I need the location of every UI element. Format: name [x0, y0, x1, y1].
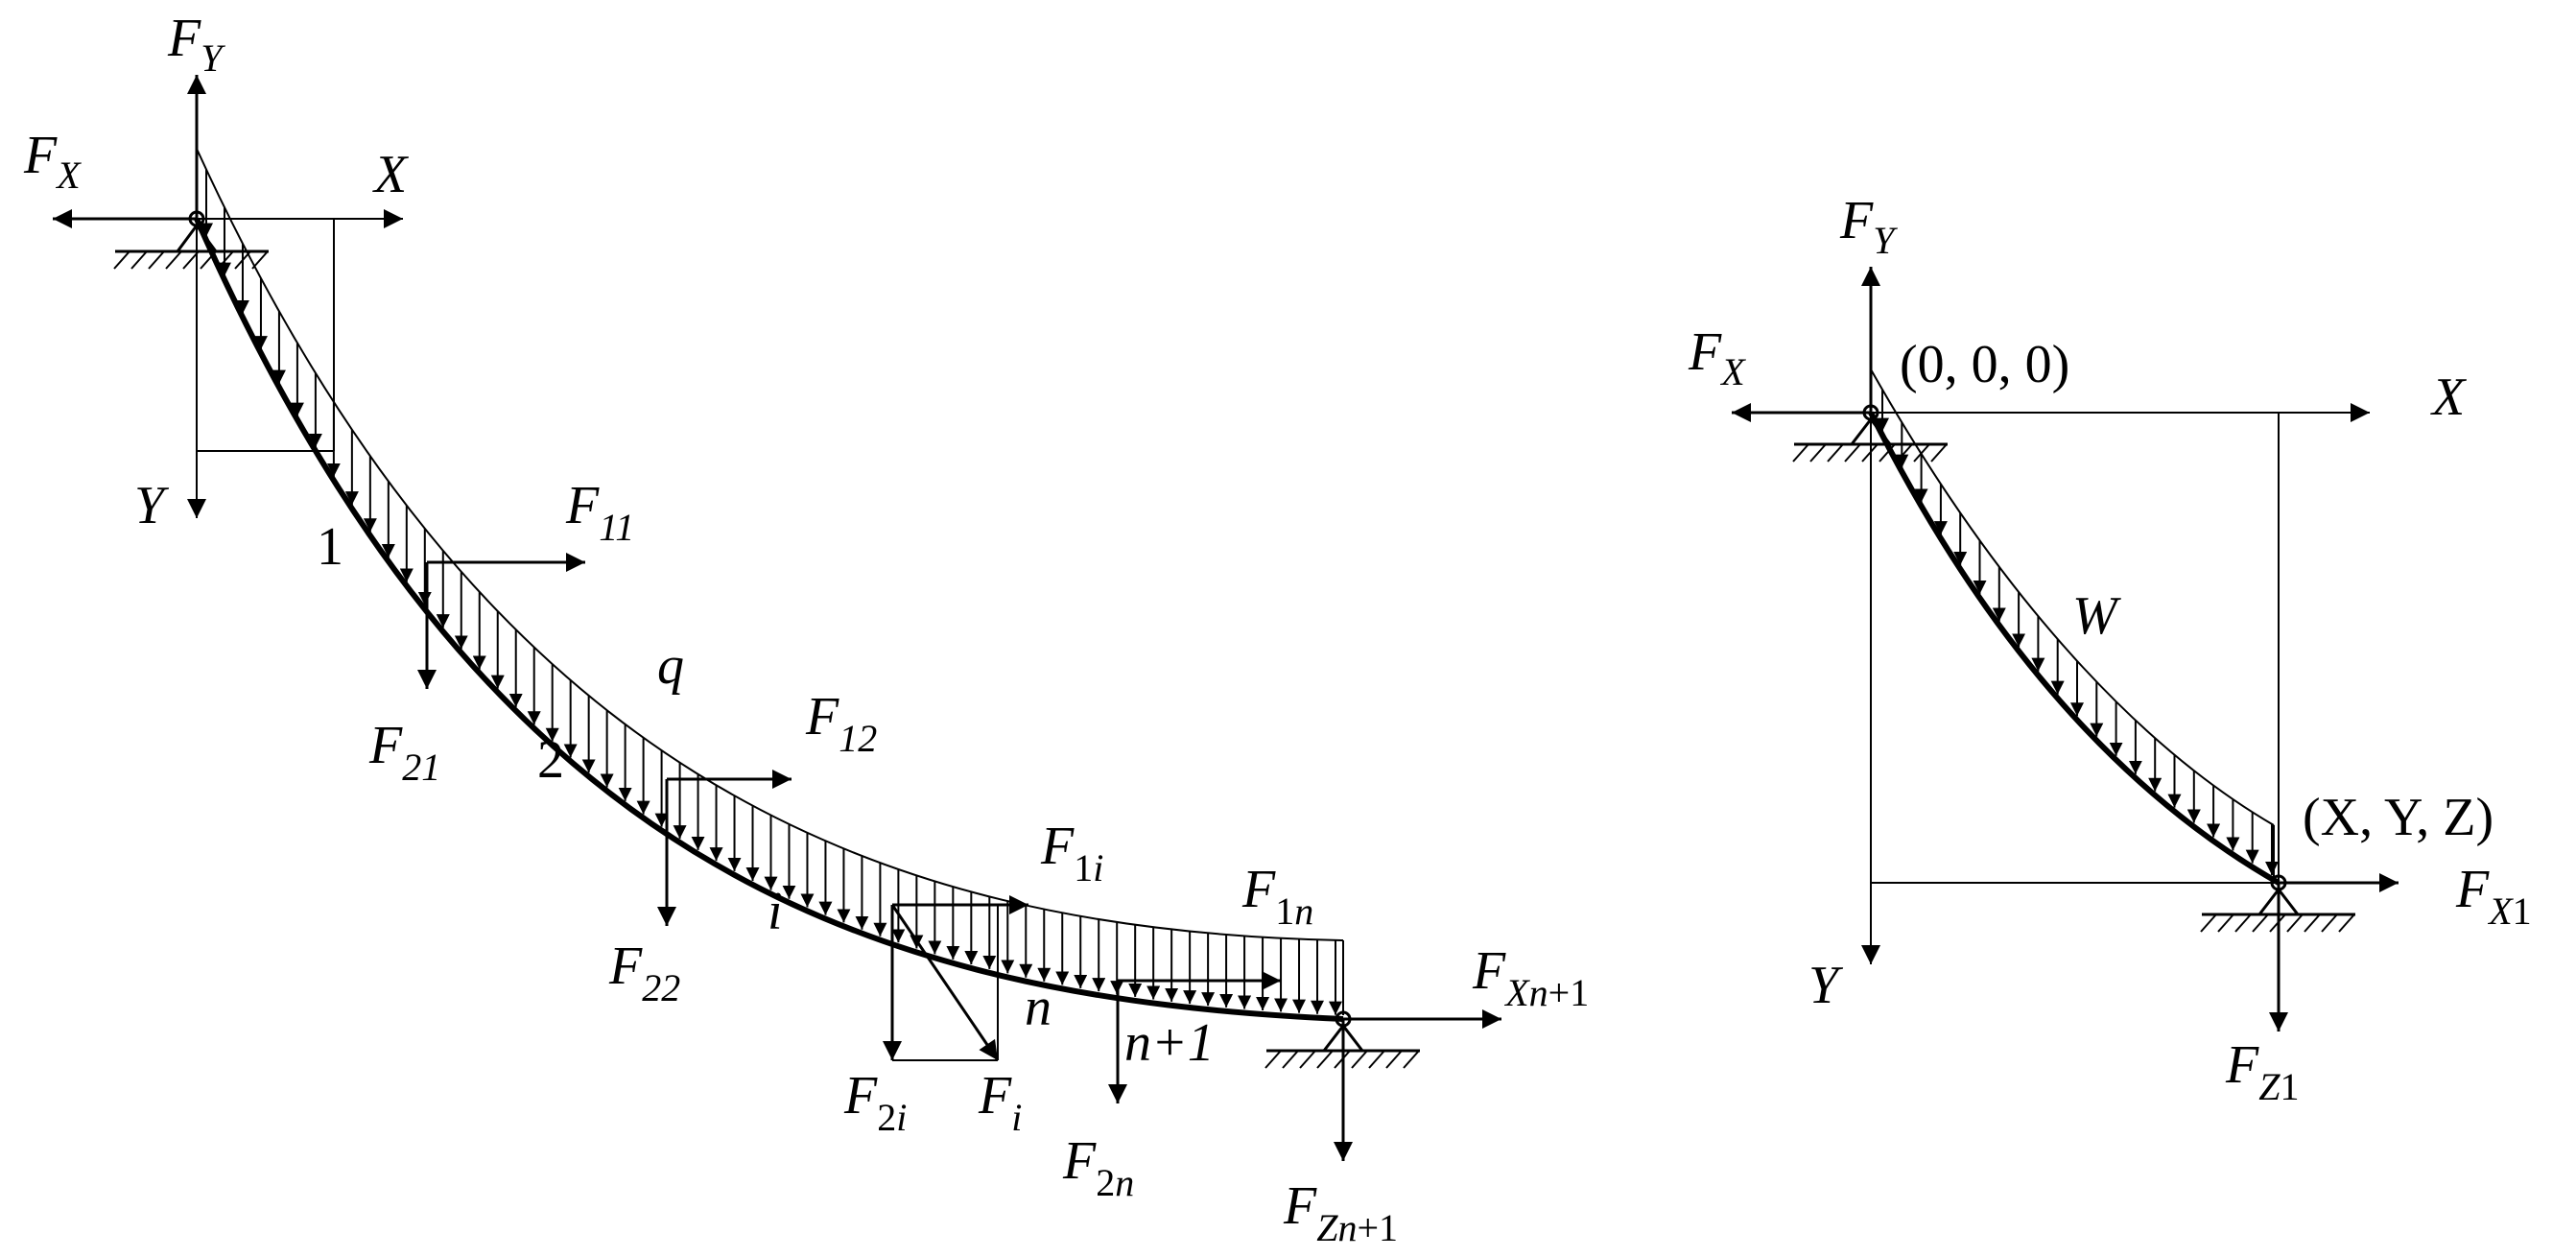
left-top-support — [113, 210, 269, 270]
right-fx-label: FX — [1688, 322, 1746, 393]
f1i-label: F1i — [1040, 817, 1103, 889]
f2n-label: F2n — [1062, 1131, 1134, 1204]
support-hatch — [1879, 443, 1896, 462]
left-diagram: FY FX X Y 1 2 i n n+1 q F11 F21 F12 F22 … — [23, 9, 1589, 1249]
support-hatch — [1827, 443, 1844, 462]
left-fy-label: FY — [167, 9, 225, 80]
support-hatch — [1896, 443, 1913, 462]
support-hatch — [1403, 1050, 1420, 1069]
f12-label: F12 — [805, 687, 877, 760]
f2i-label: F2i — [843, 1066, 907, 1139]
support-hatch — [1385, 1050, 1403, 1069]
left-y-axis-label: Y — [134, 476, 170, 535]
f1n-label: F1n — [1241, 860, 1313, 933]
q-label: q — [657, 636, 684, 696]
support-hatch — [1282, 1050, 1299, 1069]
support-hatch — [251, 250, 269, 270]
support-hatch — [1913, 443, 1930, 462]
support-hatch — [200, 250, 217, 270]
node-i-label: i — [768, 882, 783, 941]
node-2-label: 2 — [537, 730, 564, 790]
right-cable-curve — [1868, 411, 2281, 886]
support-hatch — [2338, 913, 2355, 933]
node-n1-label: n+1 — [1124, 1013, 1215, 1073]
right-diagram: FY FX (0, 0, 0) X Y W (X, Y, Z) FX1 FZ1 — [1688, 191, 2532, 1108]
support-hatch — [148, 250, 165, 270]
support-hatch — [130, 250, 148, 270]
right-x-axis-label: X — [2430, 368, 2468, 427]
support-hatch — [1930, 443, 1948, 462]
f11-label: F11 — [565, 476, 634, 549]
fxn1-label: FXn+1 — [1472, 941, 1589, 1014]
left-distributed-load-arrows — [200, 169, 1342, 1015]
fi-label: Fi — [978, 1066, 1022, 1139]
support-hatch — [2252, 913, 2269, 933]
support-hatch — [2321, 913, 2338, 933]
support-hatch — [1792, 443, 1809, 462]
right-distributed-load-arrows — [1876, 389, 2279, 875]
end-point-label: (X, Y, Z) — [2303, 788, 2493, 847]
support-hatch — [2200, 913, 2217, 933]
right-fx1-label: FX1 — [2455, 860, 2532, 933]
support-hatch — [1316, 1050, 1334, 1069]
left-load-envelope — [196, 148, 1344, 941]
fzn1-label: FZn+1 — [1283, 1176, 1398, 1249]
left-fx-label: FX — [23, 126, 82, 197]
support-hatch — [1351, 1050, 1368, 1069]
f22-label: F22 — [608, 937, 680, 1009]
support-hatch — [217, 250, 234, 270]
support-hatch — [1299, 1050, 1316, 1069]
support-hatch — [2304, 913, 2321, 933]
w-label: W — [2072, 586, 2121, 646]
support-hatch — [113, 250, 130, 270]
right-load-envelope — [1870, 368, 2275, 826]
support-hatch — [1368, 1050, 1385, 1069]
right-fz1-label: FZ1 — [2225, 1035, 2299, 1108]
node-1-label: 1 — [317, 517, 343, 577]
fi-arrow — [890, 904, 1000, 1061]
right-fy-label: FY — [1839, 191, 1898, 262]
support-hatch — [2217, 913, 2234, 933]
left-x-axis-label: X — [372, 145, 410, 204]
support-hatch — [2286, 913, 2304, 933]
support-hatch — [1264, 1050, 1282, 1069]
support-hatch — [2234, 913, 2252, 933]
f21-label: F21 — [368, 716, 440, 789]
right-y-axis-label: Y — [1808, 956, 1844, 1015]
origin-label: (0, 0, 0) — [1900, 335, 2069, 394]
support-hatch — [1844, 443, 1861, 462]
support-hatch — [165, 250, 182, 270]
node-n-label: n — [1025, 978, 1052, 1037]
left-cable-curve — [194, 217, 1344, 1022]
support-hatch — [234, 250, 251, 270]
support-hatch — [1809, 443, 1827, 462]
